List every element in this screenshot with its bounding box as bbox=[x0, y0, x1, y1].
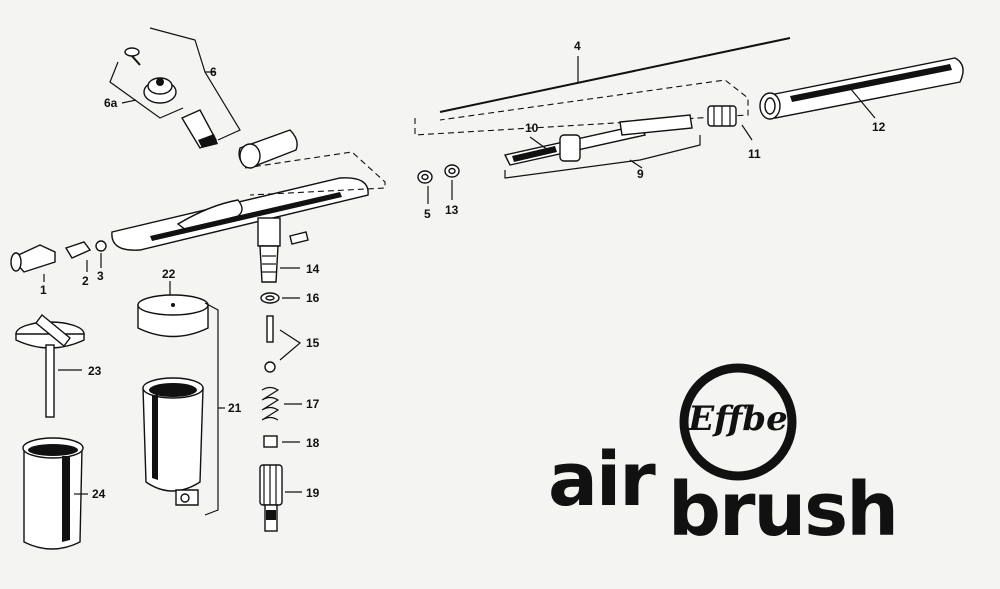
part-16-washer bbox=[260, 292, 300, 304]
label-19: 19 bbox=[306, 486, 320, 500]
label-15: 15 bbox=[306, 336, 320, 350]
label-14: 14 bbox=[306, 262, 320, 276]
label-5: 5 bbox=[424, 207, 431, 221]
label-12: 12 bbox=[872, 120, 886, 134]
label-4: 4 bbox=[574, 39, 581, 53]
body-guide-dashed bbox=[244, 151, 386, 196]
part-18-nut bbox=[263, 435, 300, 448]
label-16: 16 bbox=[306, 291, 320, 305]
label-21: 21 bbox=[228, 401, 242, 415]
label-10: 10 bbox=[525, 121, 539, 135]
label-18: 18 bbox=[306, 436, 320, 450]
airbrush-body bbox=[111, 177, 369, 283]
label-3: 3 bbox=[97, 269, 104, 283]
part-6-trigger-assembly bbox=[109, 27, 298, 169]
label-22: 22 bbox=[162, 267, 176, 281]
part-17-spring bbox=[261, 386, 302, 421]
part-9-chucking-assembly bbox=[503, 114, 701, 179]
label-6: 6 bbox=[210, 65, 217, 79]
part-12-handle bbox=[759, 57, 964, 120]
label-6a: 6a bbox=[104, 96, 118, 110]
label-1: 1 bbox=[40, 283, 47, 297]
part-23-side-cup-lid bbox=[15, 313, 85, 418]
logo-emblem-text: Effbe bbox=[687, 399, 787, 439]
part-labels: 1 2 3 4 5 6 6a 9 10 11 12 13 14 15 16 17… bbox=[40, 39, 886, 501]
logo-emblem-ring bbox=[679, 363, 797, 481]
part-5-washer bbox=[417, 170, 433, 204]
label-17: 17 bbox=[306, 397, 320, 411]
part-2-nozzle bbox=[64, 241, 92, 272]
label-24: 24 bbox=[92, 487, 106, 501]
part-1-nozzle-cap bbox=[10, 244, 56, 282]
part-24-side-cup bbox=[22, 437, 88, 550]
logo-word-brush: brush bbox=[668, 467, 897, 553]
label-13: 13 bbox=[445, 203, 459, 217]
label-23: 23 bbox=[88, 364, 102, 378]
part-22-cup-lid bbox=[137, 281, 209, 338]
part-21-color-cup bbox=[142, 302, 225, 516]
logo-word-air: air bbox=[548, 437, 656, 523]
label-2: 2 bbox=[82, 274, 89, 288]
effbe-airbrush-logo: Effbe air brush bbox=[548, 363, 899, 553]
part-15-piston-and-ball bbox=[264, 315, 302, 373]
label-11: 11 bbox=[748, 147, 761, 161]
needle-guide-dashed bbox=[414, 79, 749, 136]
part-3-washer bbox=[95, 240, 107, 268]
part-11-nut bbox=[707, 105, 753, 141]
label-9: 9 bbox=[637, 167, 644, 181]
part-13-washer bbox=[444, 164, 460, 200]
part-19-valve-housing bbox=[259, 464, 302, 532]
part-4-needle bbox=[439, 37, 791, 113]
